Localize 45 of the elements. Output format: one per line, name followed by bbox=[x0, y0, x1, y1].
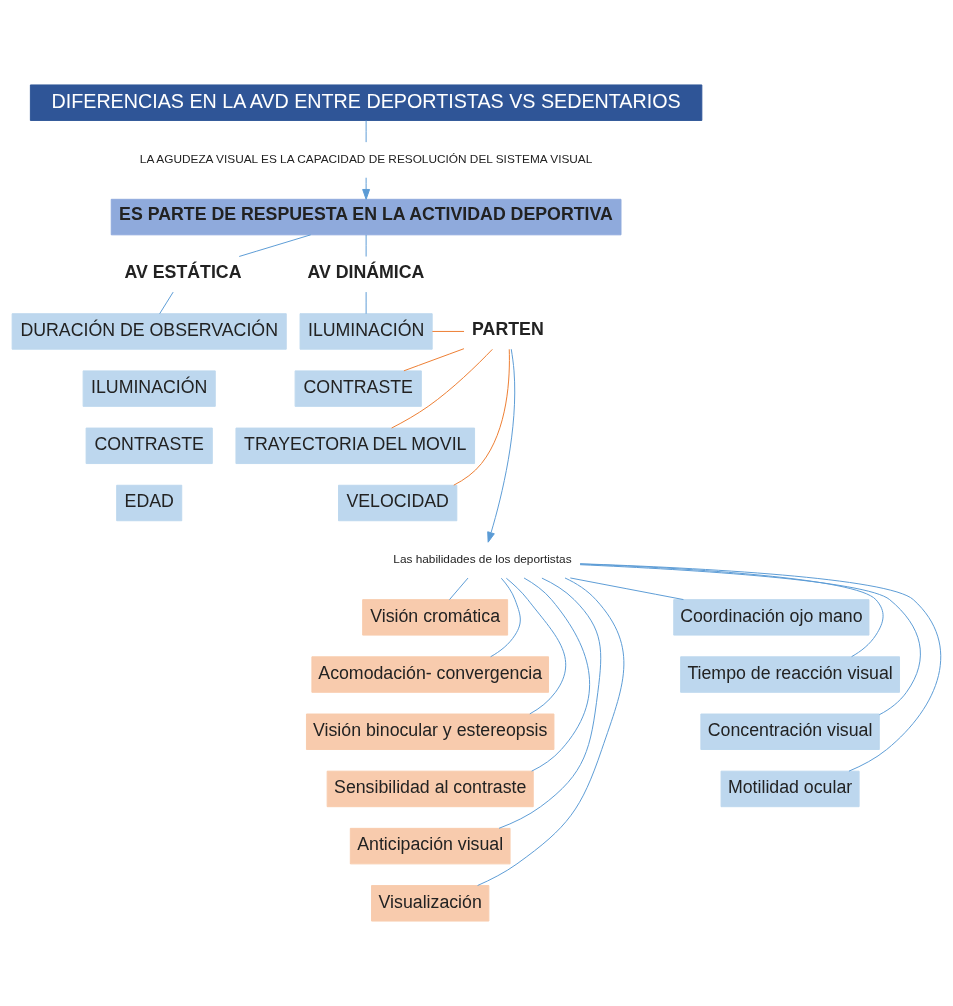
connector bbox=[365, 120, 367, 143]
node-box: TRAYECTORIA DEL MOVIL bbox=[235, 427, 476, 465]
connector bbox=[159, 291, 174, 315]
connector bbox=[365, 234, 367, 257]
connector bbox=[498, 577, 602, 829]
connector bbox=[431, 330, 465, 332]
connector bbox=[523, 577, 591, 772]
connector bbox=[238, 234, 312, 257]
connector bbox=[477, 577, 625, 886]
node-box: Visión cromática bbox=[362, 599, 509, 636]
connector bbox=[449, 577, 469, 601]
connector bbox=[569, 577, 684, 601]
connector bbox=[579, 563, 942, 772]
node-box: Coordinación ojo mano bbox=[673, 599, 870, 636]
node-text: AV ESTÁTICA bbox=[124, 261, 242, 282]
connector bbox=[453, 348, 510, 486]
node-box: Sensibilidad al contraste bbox=[326, 770, 534, 808]
arrow bbox=[362, 177, 371, 200]
connector bbox=[490, 577, 521, 658]
node-box: EDAD bbox=[116, 484, 183, 522]
node-box: ILUMINACIÓN bbox=[299, 313, 433, 350]
node-box: Visión binocular y estereopsis bbox=[305, 713, 555, 750]
connector bbox=[391, 348, 493, 429]
node-box: Visualización bbox=[371, 885, 490, 922]
node-text: AV DINÁMICA bbox=[307, 261, 425, 282]
connector bbox=[505, 577, 567, 715]
node-box: ILUMINACIÓN bbox=[82, 370, 216, 407]
node-box: DURACIÓN DE OBSERVACIÓN bbox=[11, 313, 287, 350]
node-box: VELOCIDAD bbox=[338, 484, 458, 522]
node-box: Anticipación visual bbox=[349, 827, 511, 865]
connector bbox=[403, 348, 465, 372]
node-box: CONTRASTE bbox=[294, 370, 422, 407]
node-box: Tiempo de reacción visual bbox=[680, 656, 901, 693]
node-text: PARTEN bbox=[472, 318, 544, 339]
node-box: ES PARTE DE RESPUESTA EN LA ACTIVIDAD DEPORTIVA bbox=[110, 198, 622, 236]
node-text: LA AGUDEZA VISUAL ES LA CAPACIDAD DE RESOLUCIÓN DEL SISTEMA VISUAL bbox=[139, 151, 593, 166]
node-box: CONTRASTE bbox=[85, 427, 213, 465]
node-box: Concentración visual bbox=[700, 713, 880, 750]
node-box: Motilidad ocular bbox=[720, 770, 860, 808]
node-text: Las habilidades de los deportistas bbox=[393, 552, 572, 567]
node-box: DIFERENCIAS EN LA AVD ENTRE DEPORTISTAS VS SEDENTARIOS bbox=[29, 84, 703, 121]
arrow bbox=[487, 348, 516, 543]
connector bbox=[579, 564, 921, 716]
connector bbox=[365, 291, 367, 315]
node-box: Acomodación- convergencia bbox=[311, 656, 549, 693]
